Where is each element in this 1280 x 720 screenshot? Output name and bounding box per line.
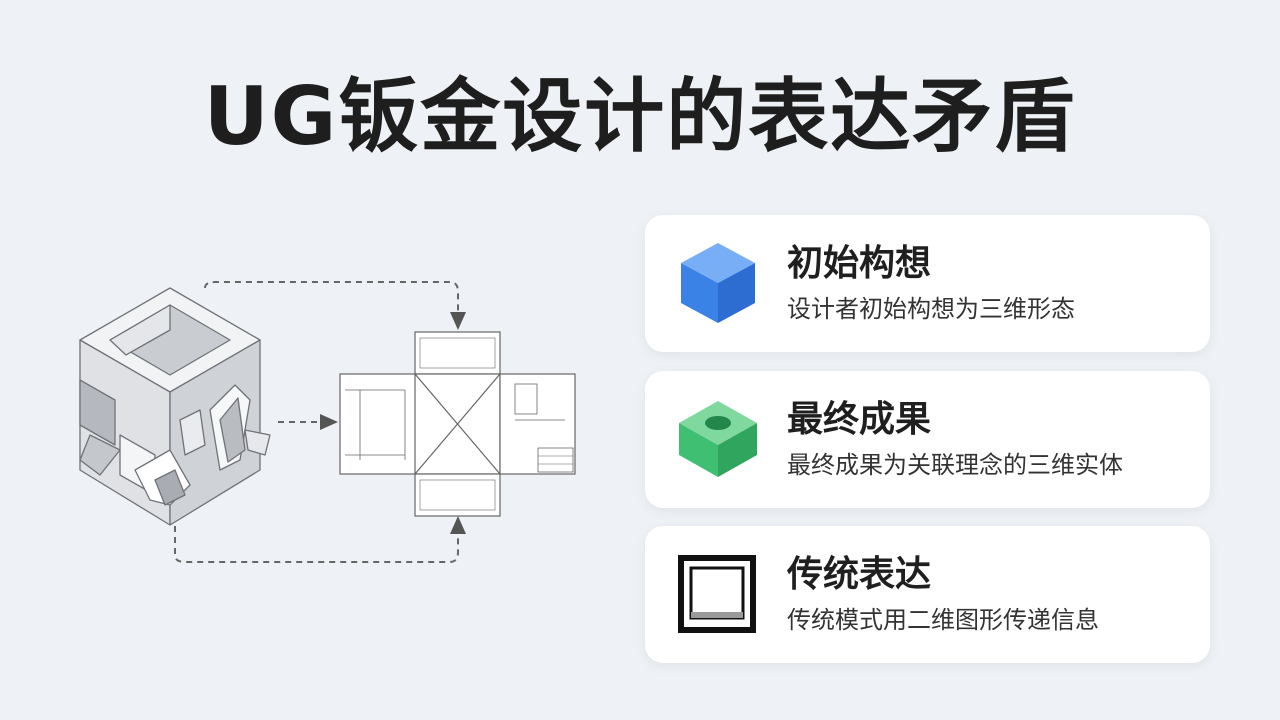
card-final-result: 最终成果 最终成果为关联理念的三维实体	[645, 371, 1210, 508]
card-title: 最终成果	[787, 399, 932, 440]
flat-pattern-drawing	[339, 331, 576, 517]
card-description: 设计者初始构想为三维形态	[787, 295, 1075, 323]
card-traditional-expression: 传统表达 传统模式用二维图形传递信息	[645, 526, 1210, 663]
flow-arrow-top	[204, 281, 466, 330]
card-description: 最终成果为关联理念的三维实体	[787, 451, 1123, 479]
sheet-metal-3d-part	[79, 287, 271, 526]
card-title: 传统表达	[787, 554, 932, 595]
blue-cube-icon	[681, 243, 755, 323]
frame-square-icon	[678, 555, 756, 633]
card-initial-concept: 初始构想 设计者初始构想为三维形态	[645, 215, 1210, 352]
card-title: 初始构想	[787, 243, 932, 284]
page-title: UG钣金设计的表达矛盾	[203, 70, 1077, 163]
green-hole-block-icon	[679, 401, 757, 477]
sheet-metal-illustration	[79, 281, 576, 563]
card-description: 传统模式用二维图形传递信息	[787, 606, 1099, 634]
flow-arrow-bottom	[174, 515, 466, 563]
